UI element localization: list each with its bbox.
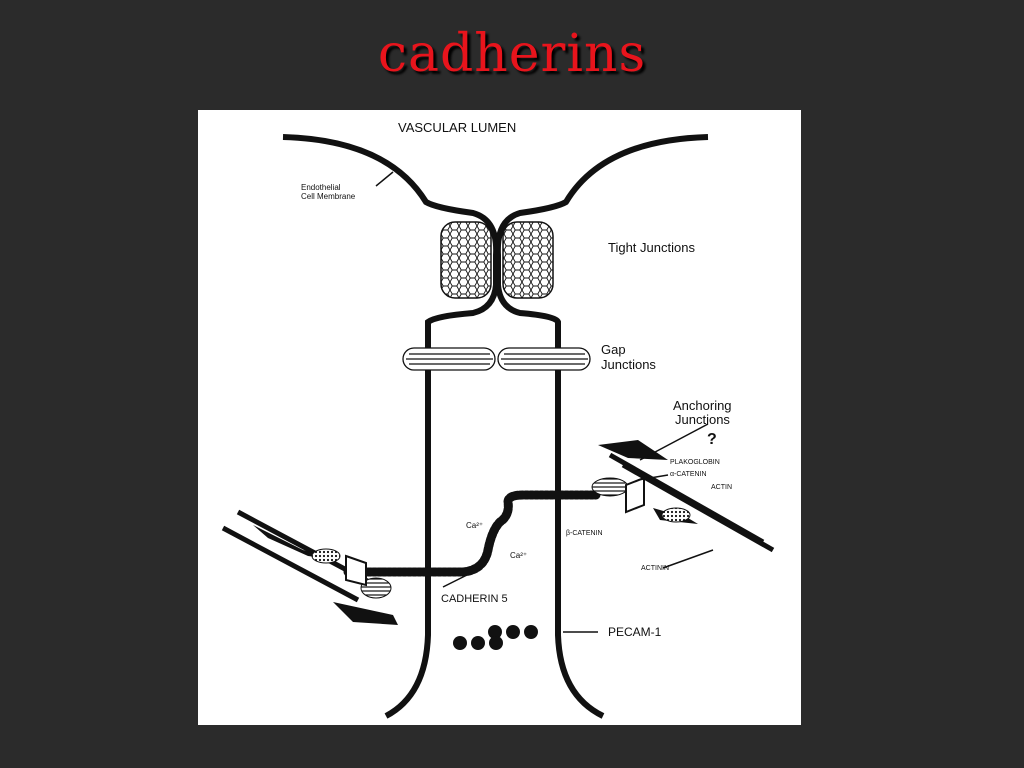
tight-junction-right (502, 221, 554, 299)
label-actin: ACTIN (711, 484, 732, 491)
right-cell-membrane (494, 134, 709, 719)
label-ca-upper: Ca²⁺ (466, 521, 483, 530)
label-question: ? (707, 431, 717, 448)
label-alpha-catenin: α-CATENIN (670, 471, 707, 478)
label-endothelial-line2: Cell Membrane (301, 192, 356, 201)
label-cadherin5: CADHERIN 5 (441, 593, 508, 605)
anchoring-complex-right (591, 440, 775, 553)
label-gap-line1: Gap (601, 342, 626, 357)
diagram-panel: VASCULAR LUMEN Endothelial Cell Membrane… (198, 110, 801, 725)
label-vascular-lumen: VASCULAR LUMEN (398, 120, 516, 135)
label-pecam1: PECAM-1 (608, 625, 662, 639)
slide-title: cadherins (377, 24, 647, 84)
label-beta-catenin: β-CATENIN (566, 530, 603, 537)
label-anchoring-line1: Anchoring (673, 398, 732, 413)
label-plakoglobin: PLAKOGLOBIN (670, 459, 720, 466)
label-endothelial-line1: Endothelial (301, 183, 341, 192)
endothelial-junction-diagram: VASCULAR LUMEN Endothelial Cell Membrane… (221, 120, 775, 719)
pecam1-beads (453, 625, 538, 650)
label-ca-lower: Ca²⁺ (510, 551, 527, 560)
label-tight-junctions: Tight Junctions (608, 240, 695, 255)
gap-junction (402, 347, 591, 371)
tight-junction-left (440, 221, 492, 299)
cadherin5-chain (343, 490, 601, 577)
anchoring-complex-left (221, 509, 398, 625)
leader-lines (375, 171, 714, 633)
label-gap-line2: Junctions (601, 357, 656, 372)
label-actinin: ACTININ (641, 565, 669, 572)
label-anchoring-line2: Junctions (675, 412, 730, 427)
